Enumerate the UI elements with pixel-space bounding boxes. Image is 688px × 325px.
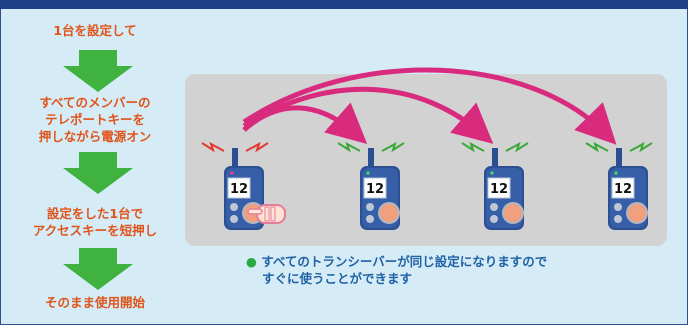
transceiver-icon: 12 bbox=[585, 141, 653, 230]
down-arrow-icon bbox=[63, 248, 133, 290]
transceiver-icon: 12 bbox=[461, 141, 529, 230]
down-arrow-icon bbox=[63, 50, 133, 92]
signal-icon bbox=[201, 141, 225, 153]
channel-display: 12 bbox=[230, 182, 248, 197]
hand-pointer-icon bbox=[247, 204, 286, 224]
top-bar bbox=[0, 0, 688, 9]
bullet-dot-icon: ● bbox=[246, 254, 257, 269]
step-2-label: すべてのメンバーの テレポートキーを 押しながら電源オン bbox=[38, 95, 152, 144]
channel-display: 12 bbox=[490, 182, 508, 197]
transceiver-icon: 12 bbox=[337, 141, 405, 230]
signal-icon bbox=[505, 141, 529, 153]
step-1-label: 1台を設定して bbox=[53, 23, 137, 38]
transfer-arrow bbox=[242, 67, 617, 145]
signal-icon bbox=[245, 141, 269, 153]
note-line-2: すぐに使うことができます bbox=[262, 271, 413, 286]
step-4-label: そのまま使用開始 bbox=[44, 295, 145, 310]
signal-icon bbox=[585, 141, 609, 153]
note-line-1: すべてのトランシーバーが同じ設定になりますので bbox=[261, 254, 548, 269]
transfer-arrow bbox=[242, 86, 494, 144]
channel-display: 12 bbox=[614, 182, 632, 197]
result-note: ● すべてのトランシーバーが同じ設定になりますので すぐに使うことができます bbox=[246, 253, 547, 287]
signal-icon bbox=[629, 141, 653, 153]
signal-icon bbox=[381, 141, 405, 153]
signal-icon bbox=[337, 141, 361, 153]
step-3-label: 設定をした1台で アクセスキーを短押し bbox=[32, 206, 158, 238]
signal-icon bbox=[461, 141, 485, 153]
down-arrow-icon bbox=[63, 152, 133, 194]
channel-display: 12 bbox=[366, 182, 384, 197]
